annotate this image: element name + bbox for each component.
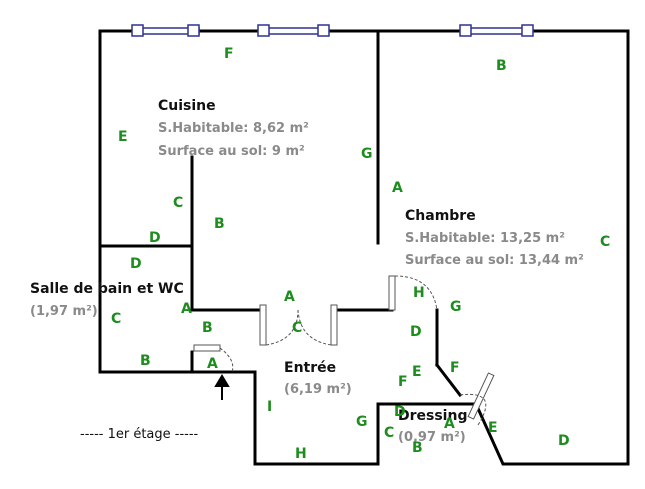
wall-letter: G	[450, 299, 462, 315]
wall-letter: D	[394, 404, 406, 420]
door-swing	[219, 347, 234, 373]
wall-letter: C	[384, 425, 394, 441]
walls	[98, 29, 630, 466]
wall-letter: E	[118, 129, 128, 145]
wall-letters: F E G C D B B A C D G H D C B A A B C D …	[111, 46, 610, 462]
wall-letter: F	[398, 374, 408, 390]
door-leaf	[330, 304, 338, 346]
wall-letter: A	[181, 301, 192, 317]
window-frame-left	[459, 24, 472, 37]
window-frame-right	[521, 24, 534, 37]
window-frame-right	[187, 24, 200, 37]
door-swing	[394, 275, 438, 311]
door-leaf	[193, 344, 221, 352]
wall-letter: G	[356, 414, 368, 430]
room-name-chambre: Chambre	[405, 208, 476, 224]
wall-letter: F	[450, 360, 460, 376]
door-swing	[265, 309, 299, 346]
wall-letter: H	[413, 285, 425, 301]
wall-letter: C	[173, 195, 183, 211]
room-sol-chambre: Surface au sol: 13,44 m²	[405, 253, 584, 268]
room-hab-cuisine: S.Habitable: 8,62 m²	[158, 121, 309, 136]
wall-letter: I	[267, 399, 272, 415]
room-hab-chambre: S.Habitable: 13,25 m²	[405, 231, 565, 246]
door-swing	[459, 393, 487, 426]
wall-letter: B	[202, 320, 213, 336]
room-area-dressing: (0,97 m²)	[398, 430, 466, 445]
window-frame-left	[131, 24, 144, 37]
wall-letter: D	[149, 230, 161, 246]
door-leaf	[259, 304, 267, 346]
room-area-entree: (6,19 m²)	[284, 382, 352, 397]
window	[464, 27, 530, 35]
doors	[193, 275, 495, 426]
wall-letter: F	[224, 46, 234, 62]
room-name-entree: Entrée	[284, 360, 336, 376]
window-frame-right	[317, 24, 330, 37]
wall-letter: D	[410, 324, 422, 340]
wall-letter: A	[284, 289, 295, 305]
wall-letter: E	[412, 364, 422, 380]
room-area-sdb: (1,97 m²)	[30, 304, 98, 319]
wall-letter: A	[444, 416, 455, 432]
door-swing	[297, 309, 332, 346]
wall-letter: E	[488, 420, 498, 436]
wall-letter: C	[111, 311, 121, 327]
room-sol-cuisine: Surface au sol: 9 m²	[158, 144, 305, 159]
wall-letter: A	[392, 180, 403, 196]
wall-letter: C	[600, 234, 610, 250]
room-name-sdb: Salle de bain et WC	[30, 281, 184, 297]
wall-letter: B	[496, 58, 507, 74]
wall-letter: D	[130, 256, 142, 272]
wall-letter: C	[292, 320, 302, 336]
wall-dressing-top	[434, 362, 463, 398]
room-name-cuisine: Cuisine	[158, 98, 216, 114]
room-name-dressing: Dressing	[398, 408, 467, 424]
wall-letter: B	[140, 353, 151, 369]
wall-letter: H	[295, 446, 307, 462]
outer-wall	[98, 29, 630, 466]
wall-letter: A	[207, 356, 218, 372]
windows	[131, 24, 534, 37]
door-leaf	[467, 372, 495, 420]
floor-legend: ----- 1er étage -----	[80, 427, 199, 442]
door-leaf	[388, 275, 396, 311]
wall-letter: B	[412, 440, 423, 456]
wall-letter: D	[558, 433, 570, 449]
entrance-arrow-icon	[214, 374, 230, 400]
wall-letter: B	[214, 216, 225, 232]
window	[262, 27, 326, 35]
wall-letter: G	[361, 146, 373, 162]
window-frame-left	[257, 24, 270, 37]
